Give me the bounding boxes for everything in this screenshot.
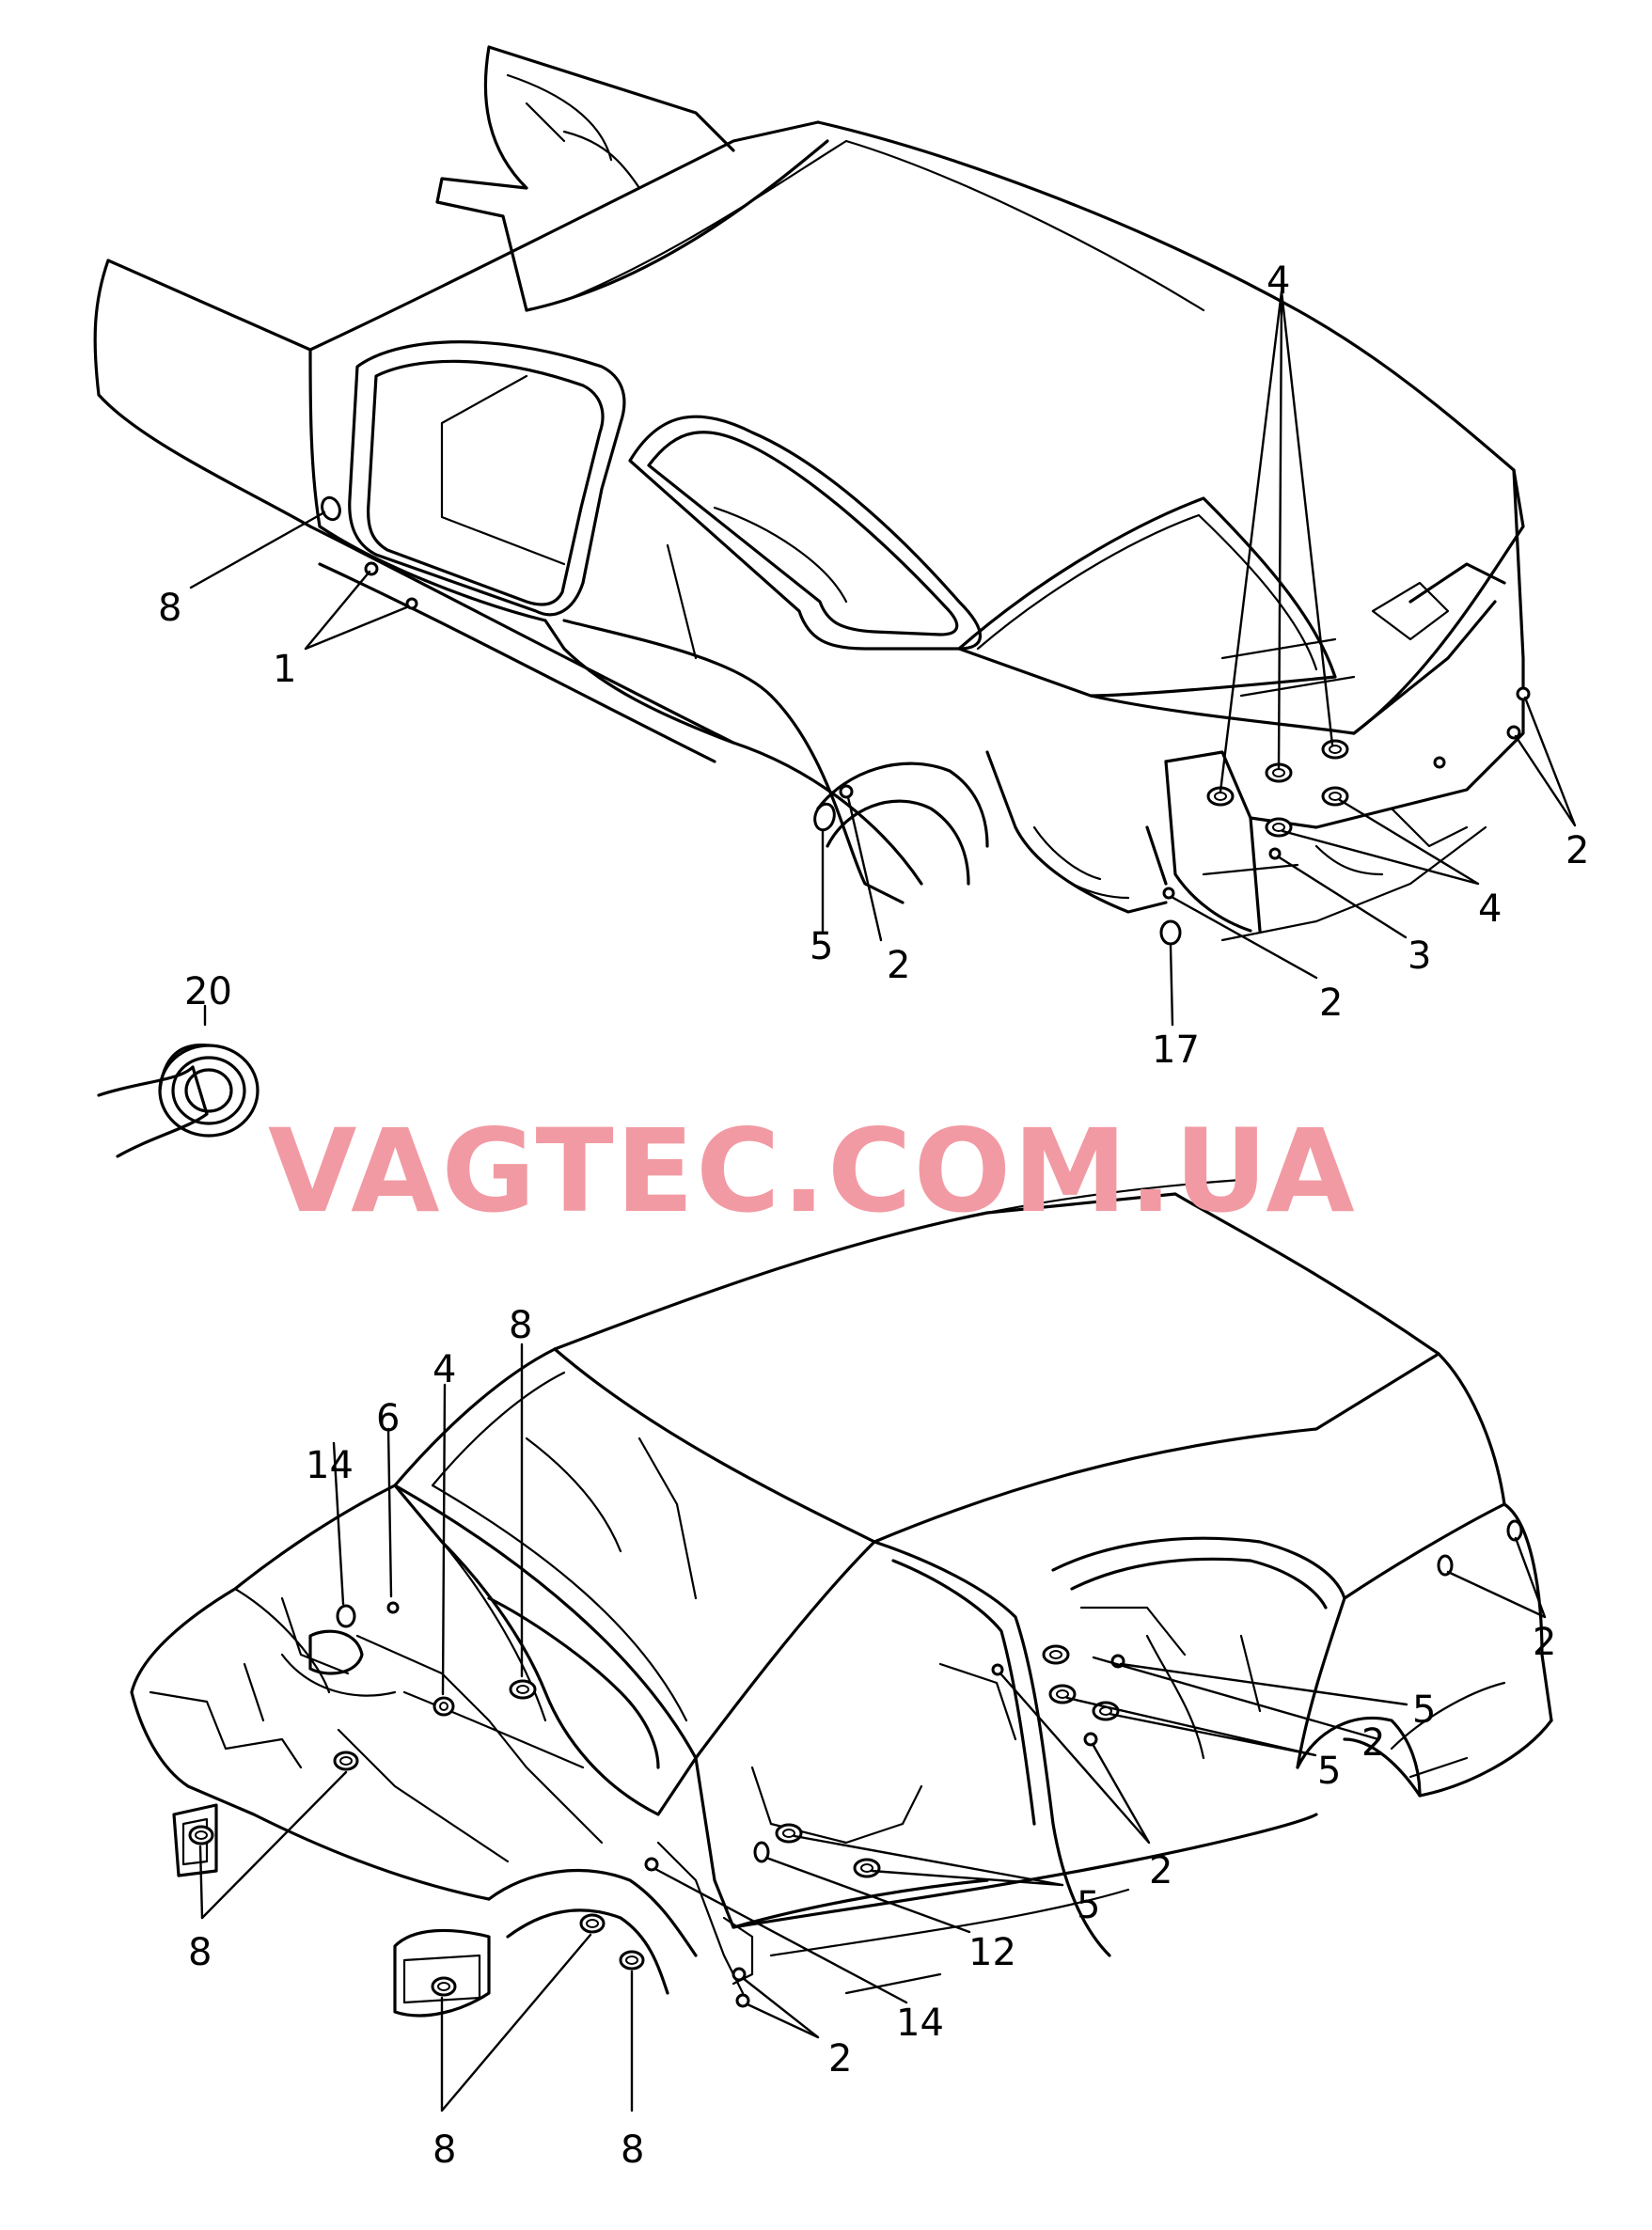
watermark-text: VAGTEC.COM.UA — [268, 1105, 1357, 1238]
callout-label: 6 — [376, 1397, 400, 1440]
callout-label: 2 — [1319, 982, 1343, 1025]
plug-grommet-small — [1162, 887, 1175, 900]
plug-grommet-large — [336, 1604, 356, 1628]
plug-grommet-medium — [1321, 739, 1349, 760]
plug-grommet-small — [386, 1601, 400, 1614]
plug-grommet-small — [753, 1841, 770, 1863]
plug-grommet-medium — [619, 1950, 645, 1971]
plug-grommet-medium — [433, 1696, 455, 1717]
plug-grommet-medium — [509, 1679, 537, 1700]
plug-grommet-medium — [333, 1751, 359, 1771]
plug-grommet-large — [813, 802, 836, 832]
plug-grommet-medium — [1042, 1644, 1070, 1665]
callout-label: 5 — [810, 925, 833, 968]
plug-grommet-small — [1506, 1519, 1523, 1542]
plug-grommet-medium — [1048, 1684, 1077, 1704]
callout-label: 1 — [273, 648, 296, 691]
plug-grommet-large — [321, 495, 341, 522]
plug-grommet-medium — [579, 1913, 606, 1934]
callout-label: 2 — [1533, 1621, 1556, 1664]
callout-label: 5 — [1077, 1884, 1100, 1927]
callout-label: 3 — [1408, 934, 1431, 978]
top-plugs — [321, 495, 1531, 946]
plug-grommet-medium — [431, 1976, 457, 1997]
callout-label: 14 — [306, 1444, 354, 1487]
plug-grommet-medium — [853, 1858, 881, 1878]
sealing-tape-roll — [97, 1044, 260, 1158]
rear-body-shell-illustration — [93, 45, 1525, 942]
plug-grommet-small — [1516, 686, 1531, 701]
plug-grommet-medium — [188, 1825, 214, 1845]
callout-labels: 8 1 4 2 4 3 5 2 2 17 20 14 6 4 8 2 5 2 5… — [158, 259, 1589, 2172]
callout-label: 8 — [158, 587, 181, 630]
callout-label: 4 — [1478, 887, 1502, 931]
callout-label: 2 — [1149, 1849, 1172, 1892]
plug-grommet-large — [1159, 919, 1182, 946]
bottom-plugs — [188, 1519, 1523, 2008]
callout-label: 5 — [1412, 1688, 1436, 1732]
plug-grommet-small — [735, 1993, 750, 2008]
front-body-shell-illustration — [130, 1178, 1553, 2018]
callout-label: 2 — [1565, 829, 1589, 872]
plug-grommet-small — [991, 1663, 1004, 1676]
callout-label: 4 — [1267, 259, 1290, 303]
plug-grommet-small — [732, 1967, 747, 1982]
callout-label: 8 — [188, 1931, 212, 1974]
plug-grommet-small — [1437, 1554, 1454, 1577]
callout-label: 8 — [433, 2128, 456, 2172]
plug-grommet-small — [644, 1857, 659, 1872]
callout-label: 2 — [1361, 1721, 1385, 1765]
callout-label: 17 — [1152, 1029, 1200, 1072]
plug-grommet-small — [1083, 1732, 1098, 1747]
plug-grommet-small — [1433, 756, 1446, 769]
callout-label: 4 — [433, 1348, 456, 1391]
callout-label: 8 — [509, 1304, 532, 1347]
bottom-leader-lines — [198, 1343, 1547, 2112]
callout-label: 2 — [887, 944, 910, 987]
callout-label: 12 — [968, 1931, 1016, 1974]
callout-label: 5 — [1317, 1750, 1341, 1793]
callout-label: 14 — [896, 2002, 944, 2045]
plug-grommet-small — [1506, 725, 1521, 740]
plug-grommet-small — [839, 784, 854, 799]
top-leader-lines — [189, 290, 1577, 1027]
plug-grommet-medium — [775, 1823, 803, 1844]
callout-label: 2 — [828, 2037, 852, 2081]
callout-label: 8 — [621, 2128, 644, 2172]
callout-label: 20 — [184, 970, 232, 1013]
